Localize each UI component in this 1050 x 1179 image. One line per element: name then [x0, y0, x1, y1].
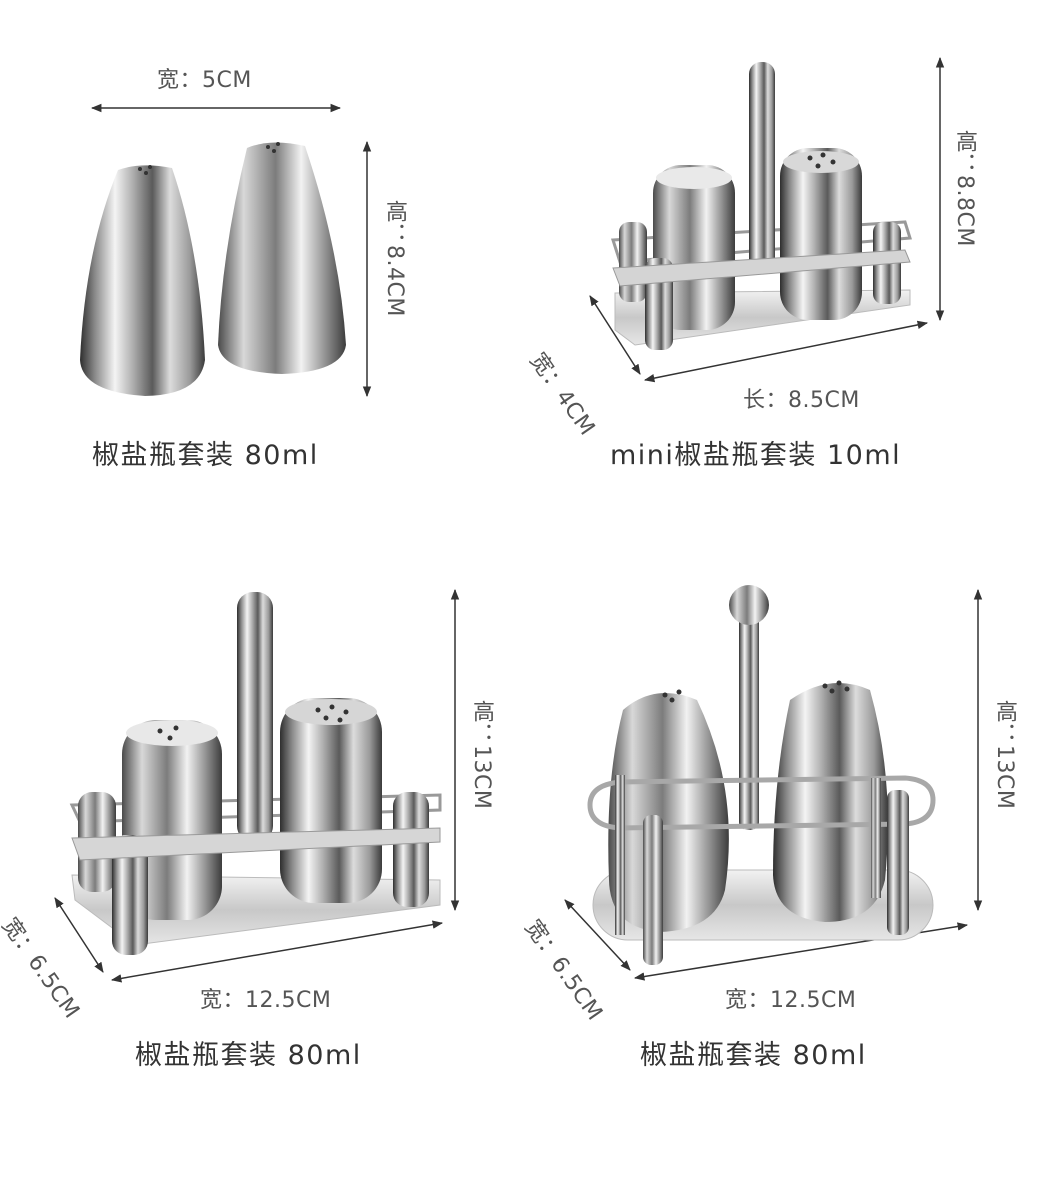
product-caption: 椒盐瓶套装 80ml [135, 1040, 362, 1071]
product-caption: 椒盐瓶套装 80ml [92, 440, 319, 471]
width-label: 宽：12.5CM [725, 988, 857, 1013]
product-caption: 椒盐瓶套装 80ml [640, 1040, 867, 1071]
product-panel-4: 高：13CM 宽：6.5CM 宽：12.5CM 椒盐瓶套装 80ml [520, 560, 1050, 1120]
oval-caddy-shaker-set-image [564, 585, 983, 981]
product-caption: mini椒盐瓶套装 10ml [610, 440, 902, 471]
height-label: 高：8.4CM [382, 200, 407, 317]
width-label: 宽：12.5CM [200, 988, 332, 1013]
product-panel-1: 宽：5CM 高：8.4CM 椒盐瓶套装 80ml [0, 0, 525, 560]
mini-shaker-set-image [589, 56, 945, 383]
height-label: 高：13CM [469, 700, 494, 810]
product-panel-2: 高：8.8CM 宽：4CM 长：8.5CM mini椒盐瓶套装 10ml [525, 0, 1050, 560]
height-label: 高：13CM [992, 700, 1017, 810]
product-panel-3: 高：13CM 宽：6.5CM 宽：12.5CM 椒盐瓶套装 80ml [0, 560, 525, 1120]
height-label: 高：8.8CM [952, 130, 977, 247]
length-label: 长：8.5CM [743, 388, 860, 413]
width-label: 宽：5CM [157, 68, 252, 93]
salt-pepper-shakers-image [80, 103, 372, 398]
tray-shaker-set-image [54, 588, 460, 983]
